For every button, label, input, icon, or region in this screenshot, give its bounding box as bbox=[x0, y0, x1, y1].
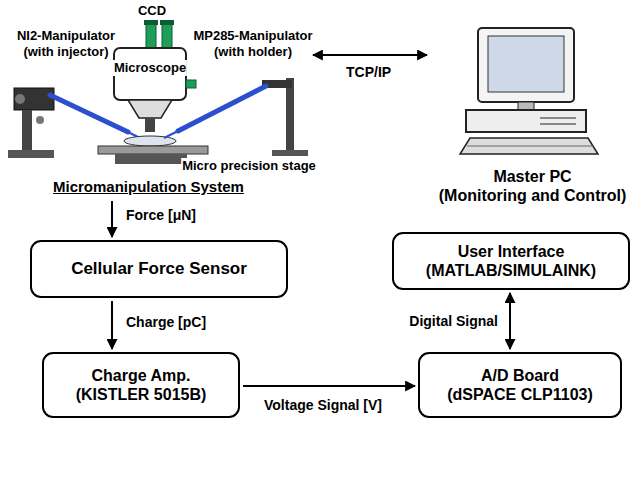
left-manipulator bbox=[8, 88, 54, 158]
ccd-camera bbox=[162, 22, 172, 48]
node-subtitle: (MATLAB/SIMULAINK) bbox=[426, 261, 596, 280]
node-title: Micromanipulation System bbox=[53, 178, 244, 196]
connector-arrow bbox=[111, 201, 113, 237]
holder-stand bbox=[272, 150, 308, 156]
computer bbox=[467, 146, 593, 147]
node-subtitle: (KISTLER 5015B) bbox=[76, 385, 207, 404]
node-subtitle: (Monitoring and Control) bbox=[439, 186, 627, 205]
process-box: Cellular Force Sensor bbox=[30, 240, 288, 298]
part-label: CCD bbox=[137, 3, 167, 19]
process-box: Charge Amp.(KISTLER 5015B) bbox=[42, 352, 240, 418]
computer bbox=[478, 28, 574, 102]
connector-arrow bbox=[509, 293, 511, 349]
part-label: MP285-Manipulator bbox=[192, 28, 313, 44]
signal-label: TCP/IP bbox=[344, 64, 393, 81]
precision-stage bbox=[98, 146, 208, 154]
part-label: (with holder) bbox=[213, 44, 293, 60]
process-box: A/D Board(dSPACE CLP1103) bbox=[418, 352, 622, 418]
process-box: User Interface(MATLAB/SIMULAINK) bbox=[392, 232, 630, 290]
left-manipulator bbox=[15, 94, 25, 104]
connector-arrow bbox=[243, 385, 415, 387]
connector-arrow bbox=[111, 301, 113, 349]
computer-illustration: Master PC(Monitoring and Control) bbox=[430, 22, 635, 207]
signal-label: Charge [pC] bbox=[124, 314, 208, 331]
computer bbox=[460, 28, 598, 154]
signal-label: Force [μN] bbox=[124, 207, 198, 224]
holder-pipette bbox=[178, 86, 266, 131]
node-title: Cellular Force Sensor bbox=[71, 259, 247, 279]
ccd-camera bbox=[144, 20, 158, 25]
holder-stand bbox=[262, 78, 308, 156]
computer bbox=[540, 118, 576, 119]
node-title: Master PC bbox=[493, 167, 571, 186]
microscope bbox=[186, 80, 196, 88]
left-manipulator bbox=[22, 110, 32, 150]
node-subtitle: (dSPACE CLP1103) bbox=[447, 385, 593, 404]
microscope bbox=[128, 100, 172, 118]
holder-pipette bbox=[164, 131, 178, 138]
precision-stage bbox=[124, 136, 176, 146]
precision-stage bbox=[115, 154, 187, 164]
holder-pipette bbox=[164, 86, 266, 138]
computer bbox=[466, 110, 586, 132]
node-title: A/D Board bbox=[481, 366, 559, 385]
ccd-camera bbox=[144, 20, 174, 48]
part-label: Micro precision stage bbox=[181, 158, 317, 174]
signal-label: Digital Signal bbox=[407, 313, 500, 330]
node-title: User Interface bbox=[458, 242, 565, 261]
ccd-camera bbox=[160, 20, 174, 25]
holder-stand bbox=[286, 78, 294, 150]
injector-pipette bbox=[50, 95, 128, 132]
left-manipulator bbox=[14, 88, 54, 110]
left-manipulator bbox=[8, 150, 54, 158]
part-label: Microscope bbox=[113, 60, 187, 76]
part-label: (with injector) bbox=[22, 44, 109, 60]
left-manipulator bbox=[36, 116, 44, 124]
computer bbox=[460, 138, 598, 154]
connector-arrow bbox=[313, 54, 427, 56]
node-title: Charge Amp. bbox=[92, 366, 191, 385]
computer bbox=[540, 124, 576, 125]
computer bbox=[488, 36, 564, 92]
part-label: NI2-Manipulator bbox=[16, 28, 116, 44]
ccd-camera bbox=[146, 22, 156, 48]
microscope bbox=[145, 118, 155, 132]
signal-label: Voltage Signal [V] bbox=[262, 397, 384, 414]
computer bbox=[518, 102, 534, 110]
